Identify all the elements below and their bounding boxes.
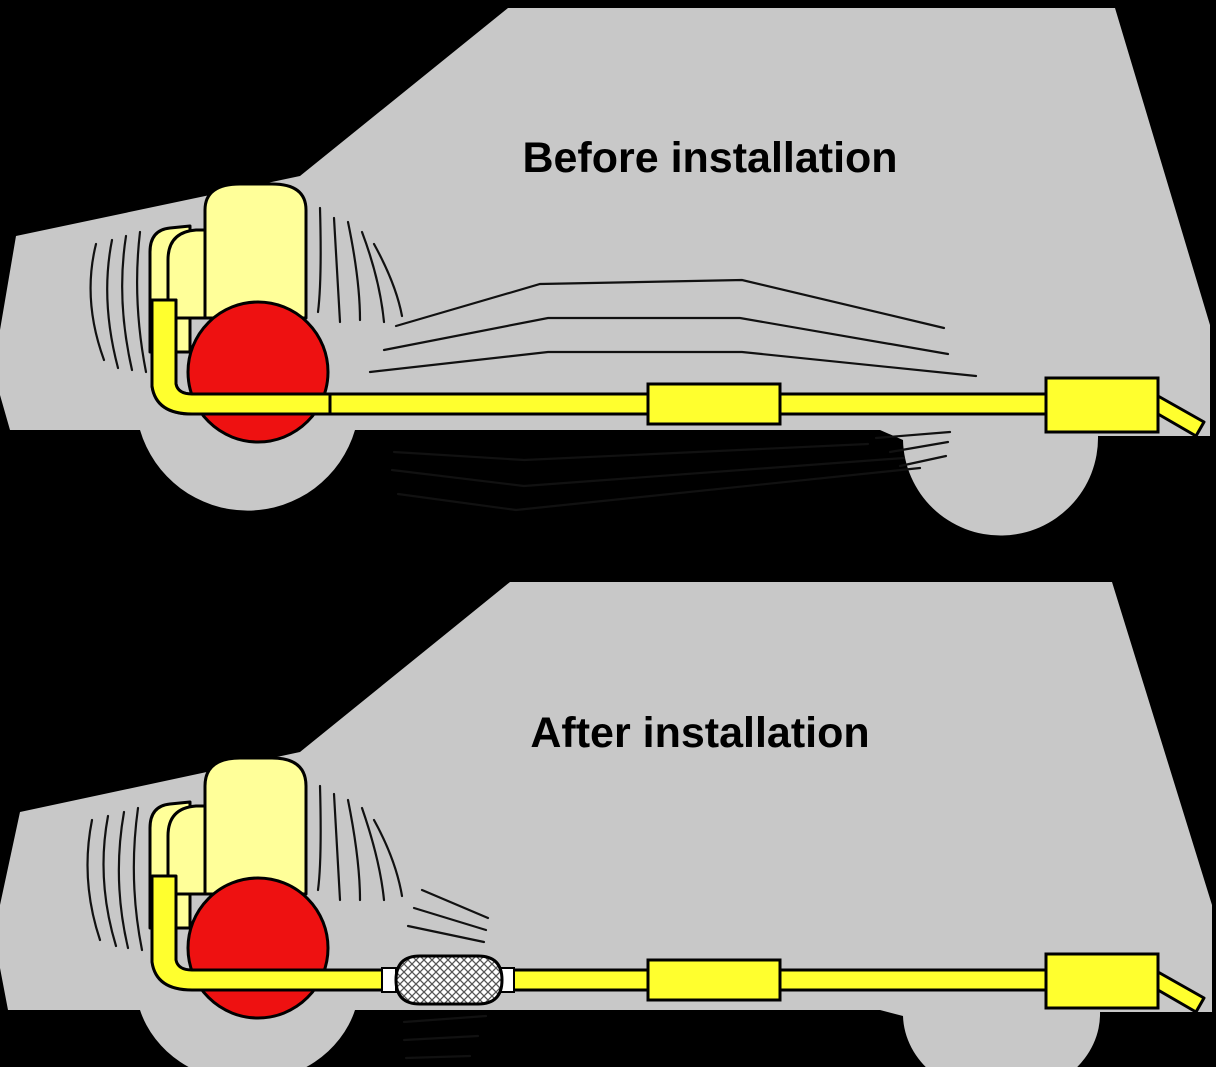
after-panel: After installation xyxy=(0,582,1212,1067)
catalytic-converter xyxy=(381,954,515,1006)
muffler-middle-before xyxy=(646,382,782,426)
muffler-rear-after xyxy=(1044,952,1160,1010)
muffler-middle-after xyxy=(646,958,782,1002)
exhaust-pipe-rear-after xyxy=(778,968,1050,992)
caption-before: Before installation xyxy=(522,134,897,182)
caption-after: After installation xyxy=(530,709,869,757)
engine-before xyxy=(148,182,308,354)
noise-lines-left-after xyxy=(86,806,144,952)
muffler-rear-before xyxy=(1044,376,1160,434)
before-panel: Before installation xyxy=(0,8,1210,536)
noise-lines-under-before xyxy=(390,430,952,512)
exhaust-pipe-front-before xyxy=(150,298,332,416)
engine-ball-before xyxy=(186,300,330,444)
noise-lines-body-before xyxy=(368,278,978,378)
noise-lines-catalyst-after xyxy=(402,888,490,1060)
exhaust-pipe-mid-after xyxy=(508,968,652,992)
noise-lines-left-before xyxy=(89,230,148,374)
noise-lines-engine-before xyxy=(316,206,404,324)
engine-ball-after xyxy=(186,876,330,1020)
noise-lines-engine-after xyxy=(316,784,404,902)
exhaust-pipe-mid-before xyxy=(778,392,1050,416)
